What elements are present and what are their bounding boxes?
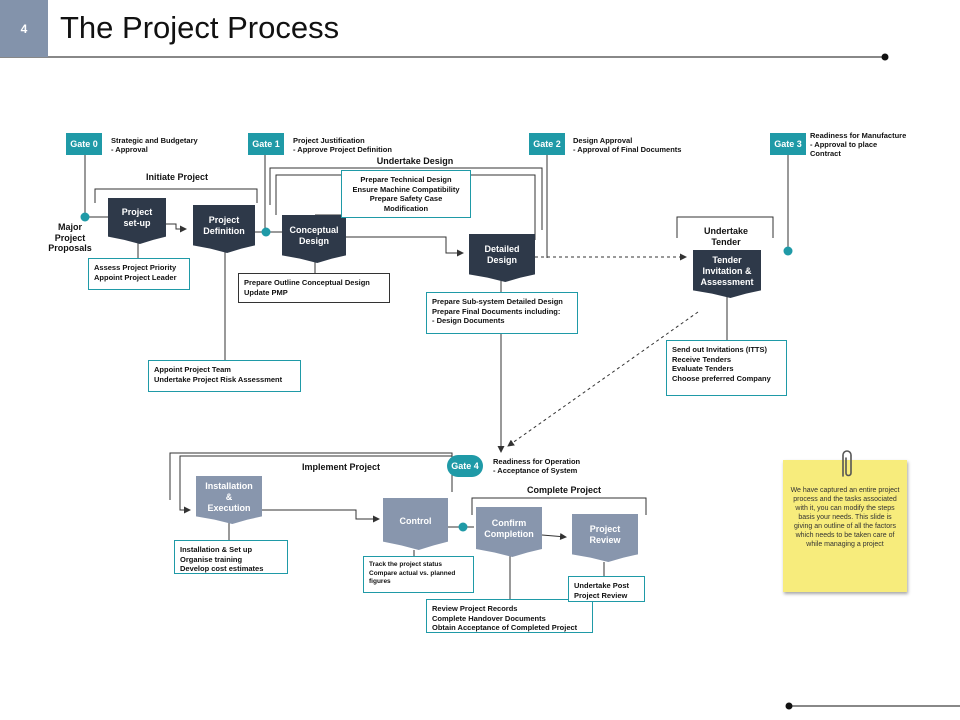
node-project-setup: Project set-up xyxy=(108,198,166,244)
note-invitations: Send out Invitations (ITTS) Receive Tend… xyxy=(666,340,787,396)
node-detailed-design: Detailed Design xyxy=(469,234,535,282)
gate-3-text: Readiness for Manufacture - Approval to … xyxy=(810,131,907,158)
confirm-to-review xyxy=(541,533,567,540)
note-technical: Prepare Technical Design Ensure Machine … xyxy=(341,170,471,218)
stage-tender-label: Undertake Tender xyxy=(703,226,748,247)
page-title: The Project Process xyxy=(60,10,340,45)
sticky-note: We have captured an entire project proce… xyxy=(783,460,907,592)
slide-number: 4 xyxy=(0,0,48,57)
design-bracket xyxy=(269,167,543,230)
gate-1-badge: Gate 1 xyxy=(248,133,284,155)
installation-to-control xyxy=(262,509,380,523)
setup-to-definition xyxy=(166,223,187,233)
node-installation-execution: Installation & Execution xyxy=(196,476,262,524)
loop-to-installation xyxy=(179,455,452,514)
gate3-dot xyxy=(783,246,793,256)
gate4-dot xyxy=(458,522,468,532)
note-post-review: Undertake Post Project Review xyxy=(568,576,645,602)
note-subsystem: Prepare Sub-system Detailed Design Prepa… xyxy=(426,292,578,334)
start-label: Major Project Proposals xyxy=(48,222,92,253)
header-rule-dot xyxy=(881,53,889,61)
note-outline: Prepare Outline Conceptual Design Update… xyxy=(238,273,390,303)
node-tender-invitation: Tender Invitation & Assessment xyxy=(693,250,761,298)
initiate-bracket xyxy=(94,188,258,203)
node-conceptual-design: Conceptual Design xyxy=(282,215,346,263)
node-confirm-completion: Confirm Completion xyxy=(476,507,542,557)
stage-design-label: Undertake Design xyxy=(376,156,454,166)
gate-2-text: Design Approval - Approval of Final Docu… xyxy=(573,136,682,154)
stage-initiate-label: Initiate Project xyxy=(145,172,208,182)
gate-1-text: Project Justification - Approve Project … xyxy=(293,136,392,154)
tender-bracket xyxy=(676,216,774,238)
gate-4-badge: Gate 4 xyxy=(447,455,483,477)
gate-0-text: Strategic and Budgetary - Approval xyxy=(111,136,198,154)
tender-to-gate4 xyxy=(507,311,699,447)
conceptual-to-detailed xyxy=(346,236,464,257)
gate1-dot xyxy=(261,227,271,237)
sticky-note-text: We have captured an entire project proce… xyxy=(790,487,900,548)
node-control: Control xyxy=(383,498,448,550)
stage-complete-label: Complete Project xyxy=(526,485,602,495)
gate-2-badge: Gate 2 xyxy=(529,133,565,155)
start-dot xyxy=(80,212,90,222)
node-project-review: Project Review xyxy=(572,514,638,562)
gate-4-text: Readiness for Operation - Acceptance of … xyxy=(493,457,581,475)
note-team: Appoint Project Team Undertake Project R… xyxy=(148,360,301,392)
node-project-definition: Project Definition xyxy=(193,205,255,253)
note-handover: Review Project Records Complete Handover… xyxy=(426,599,593,633)
gate-3-badge: Gate 3 xyxy=(770,133,806,155)
gate-0-badge: Gate 0 xyxy=(66,133,102,155)
stage-implement-label: Implement Project xyxy=(301,462,381,472)
complete-bracket xyxy=(471,497,647,515)
note-installation: Installation & Set up Organise training … xyxy=(174,540,288,574)
footer-rule-dot xyxy=(785,702,793,710)
note-track: Track the project status Compare actual … xyxy=(363,556,474,593)
paperclip-icon xyxy=(842,450,852,477)
note-setup: Assess Project Priority Appoint Project … xyxy=(88,258,190,290)
